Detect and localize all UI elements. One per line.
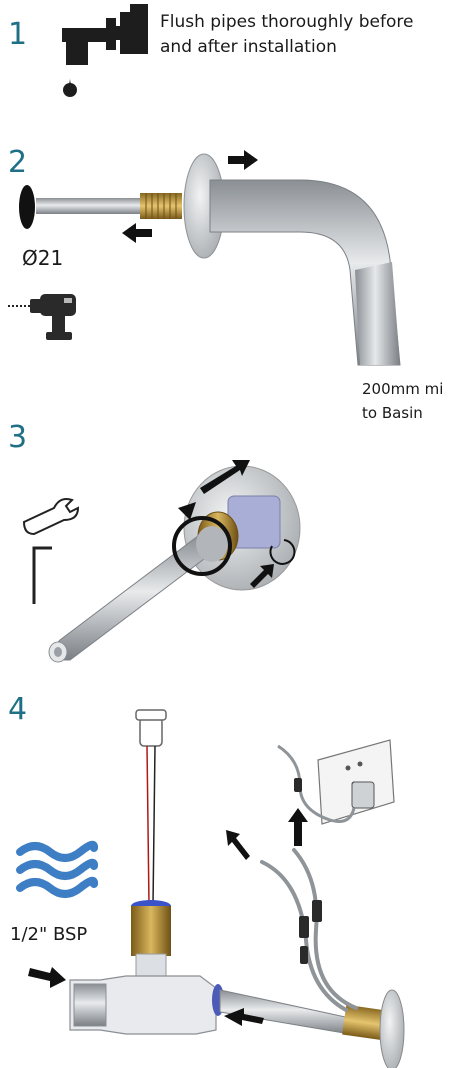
step-1-text-line1: Flush pipes thoroughly before bbox=[160, 12, 414, 32]
step-1-text-line2: and after installation bbox=[160, 37, 337, 57]
water-waves-icon bbox=[16, 840, 99, 898]
faucet-drip-icon bbox=[62, 4, 148, 97]
hex-key-icon bbox=[32, 546, 52, 604]
step-4-number: 4 bbox=[8, 692, 28, 727]
arrow-icon bbox=[200, 460, 274, 588]
basin-distance-line2: to Basin bbox=[362, 404, 423, 422]
power-cable bbox=[260, 848, 358, 1012]
wall-plate-assembly bbox=[48, 465, 301, 663]
cable-connector bbox=[299, 900, 322, 964]
thread-size-label: 1/2" BSP bbox=[10, 924, 88, 945]
supply-pipe bbox=[219, 989, 405, 1068]
step-2-number: 2 bbox=[8, 145, 28, 180]
step-3-number: 3 bbox=[8, 420, 28, 455]
step-1-number: 1 bbox=[8, 17, 28, 52]
basin-distance-line1: 200mm mi bbox=[362, 380, 444, 398]
drill-hole-icon bbox=[19, 185, 35, 229]
spanner-icon bbox=[22, 498, 80, 536]
wall-socket-adapter bbox=[277, 739, 395, 825]
arrow-icon bbox=[28, 808, 308, 1026]
solenoid-valve bbox=[69, 900, 224, 1035]
hole-diameter-label: Ø21 bbox=[22, 246, 64, 270]
arrow-icon bbox=[122, 150, 258, 243]
power-drill-icon bbox=[8, 294, 76, 340]
connector-plug bbox=[135, 709, 167, 906]
spout-assembly bbox=[36, 153, 401, 366]
